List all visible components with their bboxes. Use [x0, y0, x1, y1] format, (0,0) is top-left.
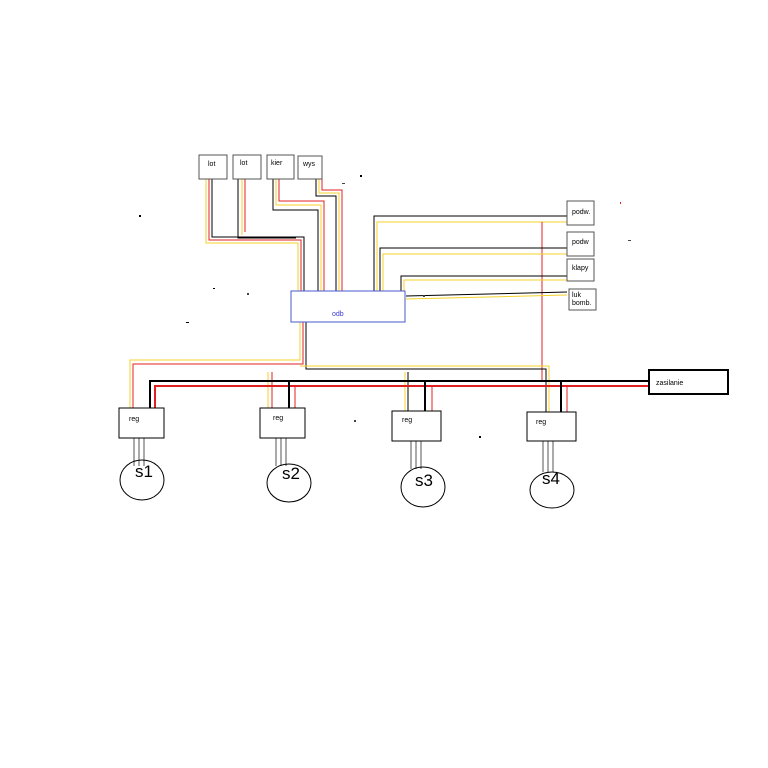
motor-s2: s2	[266, 463, 312, 503]
output-label-line2: bomb.	[572, 300, 592, 307]
stray-dots	[139, 175, 631, 438]
output-label-line1: luk	[572, 292, 581, 299]
input-label: wys	[302, 161, 316, 168]
controller-to-reg-wires	[129, 322, 550, 412]
input-box-kier: kier	[266, 154, 295, 180]
input-label: kier	[271, 160, 283, 167]
reg-motor-wires	[133, 438, 554, 472]
input-box-wys: wys	[297, 155, 323, 180]
motor-s1: s1	[119, 459, 165, 501]
motor-label: s4	[542, 469, 560, 488]
motor-s3: s3	[400, 466, 446, 508]
output-label: podw.	[572, 209, 590, 216]
motor-label: s1	[135, 462, 153, 481]
output-label: klapy	[572, 265, 589, 272]
regulator-2: reg	[259, 407, 306, 439]
controller-box: odb	[290, 290, 406, 323]
input-wires	[205, 179, 343, 291]
regulator-4: reg	[526, 411, 577, 442]
power-label: zasilanie	[656, 380, 683, 387]
input-box-lot1: lot	[198, 154, 228, 180]
power-supply-box: zasilanie	[648, 369, 729, 395]
motor-label: s2	[282, 464, 300, 483]
regulator-label: reg	[273, 415, 283, 422]
input-label: lot	[208, 161, 215, 168]
regulator-1: reg	[118, 407, 165, 439]
output-box-klapy: klapy	[566, 258, 595, 282]
controller-label: odb	[332, 311, 344, 318]
output-box-luk: luk bomb.	[568, 288, 597, 311]
regulator-label: reg	[536, 419, 546, 426]
regulator-3: reg	[391, 410, 442, 442]
output-label: podw	[572, 239, 590, 246]
output-box-podw2: podw	[566, 231, 595, 257]
regulator-label: reg	[402, 417, 412, 424]
power-bus	[149, 380, 649, 412]
motor-label: s3	[415, 471, 433, 490]
motor-s4: s4	[529, 469, 575, 509]
input-box-lot2: lot	[232, 154, 262, 180]
regulator-label: reg	[129, 416, 139, 423]
output-box-podw1: podw.	[566, 200, 595, 226]
output-wires	[373, 215, 568, 382]
input-label: lot	[240, 160, 247, 167]
